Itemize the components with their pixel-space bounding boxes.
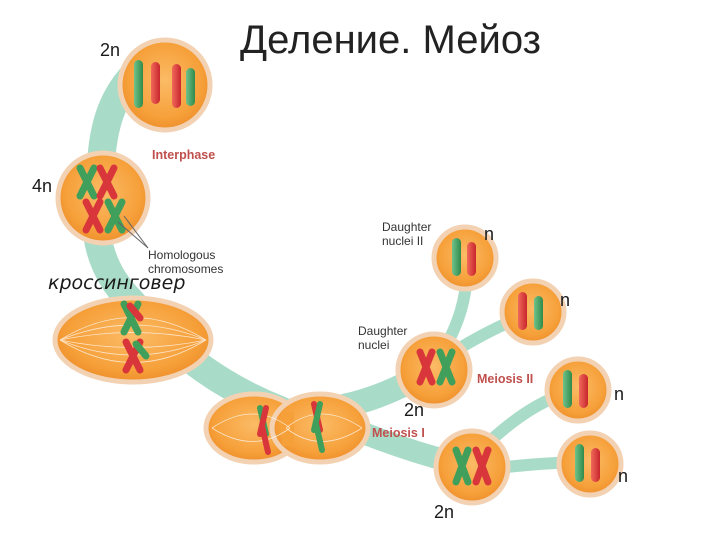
stage-label-meiosis-1: Meiosis I: [372, 426, 425, 440]
daughter-nucleus-upper: [398, 334, 470, 406]
product-cell-3: [547, 359, 609, 421]
homologous-label-line-1: Homologous: [148, 248, 223, 262]
ploidy-label-product-3: n: [614, 384, 624, 405]
ploidy-label-interphase: 2n: [100, 40, 120, 61]
stage-label-interphase: Interphase: [152, 148, 215, 162]
ploidy-label-product-4: n: [618, 466, 628, 487]
homologous-chromosomes-label: Homologous chromosomes: [148, 248, 223, 276]
meiosis1-dividing-cell: [206, 394, 368, 462]
ploidy-label-daughter-upper: 2n: [404, 400, 424, 421]
ploidy-label-daughter-lower: 2n: [434, 502, 454, 523]
stage-label-meiosis-2: Meiosis II: [477, 372, 533, 386]
interphase-cell: [120, 40, 210, 130]
product-cell-4: [559, 433, 621, 495]
daughter-nuclei-line-2: nuclei: [358, 338, 407, 352]
daughter-nucleus-lower: [436, 431, 508, 503]
ploidy-label-product-1: n: [484, 224, 494, 245]
daughter-nuclei-2-line-2: nuclei II: [382, 234, 431, 248]
homologous-label-line-2: chromosomes: [148, 262, 223, 276]
daughter-nuclei-2-line-1: Daughter: [382, 220, 431, 234]
daughter-nuclei-2-label: Daughter nuclei II: [382, 220, 431, 248]
ploidy-label-replicated: 4n: [32, 176, 52, 197]
product-cell-2: [502, 281, 564, 343]
page-title: Деление. Мейоз: [240, 18, 541, 63]
crossing-over-cell: [55, 298, 211, 382]
daughter-nuclei-label: Daughter nuclei: [358, 324, 407, 352]
daughter-nuclei-line-1: Daughter: [358, 324, 407, 338]
ploidy-label-product-2: n: [560, 290, 570, 311]
